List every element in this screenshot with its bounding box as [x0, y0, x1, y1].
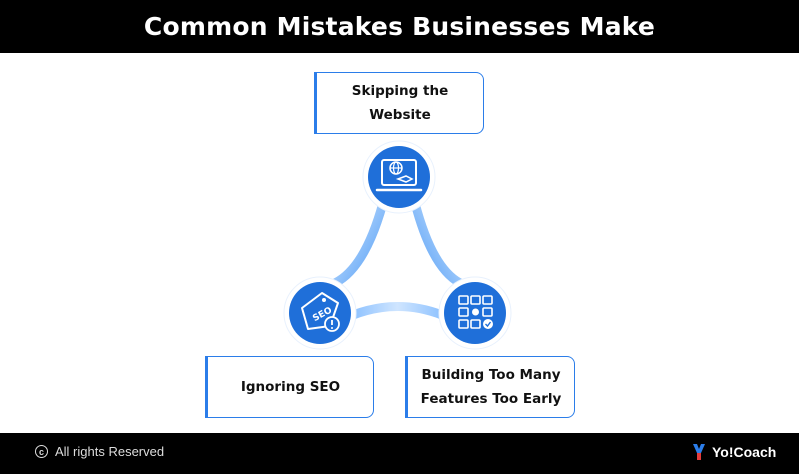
footer-bar: c All rights Reserved Yo!Coach	[0, 433, 799, 474]
copyright-notice: c All rights Reserved	[35, 444, 164, 459]
feature-grid-icon	[438, 276, 512, 350]
website-monitor-icon	[362, 140, 436, 214]
mistakes-diagram: SEO Skipping the Websi	[0, 53, 799, 433]
mistake-label-line: Skipping the	[351, 83, 449, 99]
connector-arc-right	[410, 198, 465, 288]
connector-arc-left	[330, 198, 388, 288]
mistake-box-skipping-website: Skipping the Website	[314, 72, 484, 134]
mistake-box-too-many-features: Building Too Many Features Too Early	[405, 356, 575, 418]
brand-mark-icon	[693, 444, 705, 460]
header-bar: Common Mistakes Businesses Make	[0, 0, 799, 53]
mistake-label-line: Features Too Early	[420, 391, 562, 407]
diagram-graphics: SEO	[283, 140, 512, 350]
mistake-label-line: Website	[369, 107, 431, 123]
mistake-label-line: Building Too Many	[421, 367, 561, 383]
connector-arc-bottom	[348, 302, 447, 320]
mistake-box-ignoring-seo: Ignoring SEO	[205, 356, 374, 418]
seo-tag-icon: SEO	[283, 276, 357, 350]
mistake-label-line: Ignoring SEO	[240, 379, 341, 395]
copyright-icon: c	[35, 445, 48, 458]
brand-name: Yo!Coach	[712, 444, 777, 460]
brand-logo: Yo!Coach	[692, 443, 776, 461]
copyright-text: All rights Reserved	[55, 444, 165, 459]
page-title: Common Mistakes Businesses Make	[143, 12, 656, 41]
